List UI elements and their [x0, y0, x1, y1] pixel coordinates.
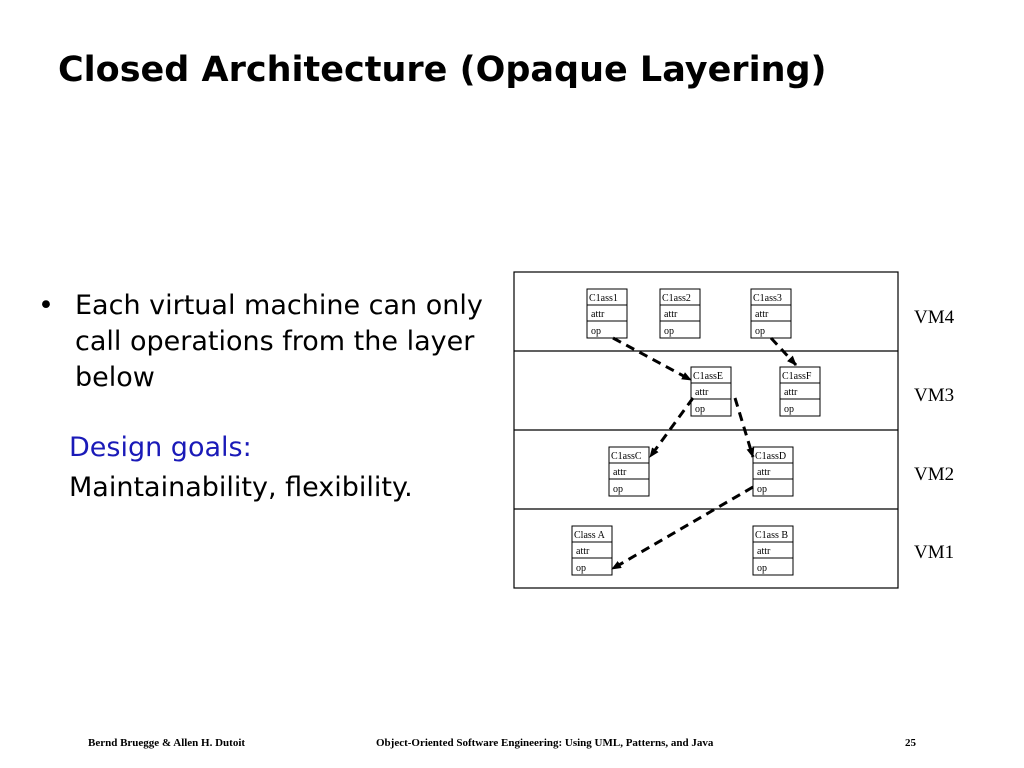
class-box-outline: [586, 288, 628, 339]
class-op: op: [784, 404, 794, 415]
class-attr: attr: [576, 546, 590, 557]
bullet-marker: •: [38, 290, 54, 321]
footer-page-number: 25: [905, 737, 916, 749]
class-box-class-a: Class A attr op: [571, 525, 613, 576]
class-name: Class A: [574, 530, 606, 541]
class-name: C1ass2: [662, 293, 691, 304]
layer-label-vm1: VM1: [914, 542, 954, 563]
classes-group: C1ass1attropC1ass2attropC1ass3attropC1as…: [571, 288, 821, 576]
class-box-outline: [608, 446, 650, 497]
class-box-c1assf: C1assF attr op: [779, 366, 821, 417]
class-box-outline: [690, 366, 732, 417]
class-op: op: [695, 404, 705, 415]
class-box-outline: [750, 288, 792, 339]
class-name: C1ass3: [753, 293, 782, 304]
layer-label-vm2: VM2: [914, 464, 954, 485]
layer-label-vm4: VM4: [914, 307, 955, 328]
class-attr: attr: [664, 309, 678, 320]
class-box-c1ass-b: C1ass B attr op: [752, 525, 794, 576]
class-box-c1assd: C1assD attr op: [752, 446, 794, 497]
call-arrow-c1asse-to-c1assc: [648, 397, 695, 458]
class-box-c1ass3: C1ass3 attr op: [750, 288, 792, 339]
class-attr: attr: [613, 467, 627, 478]
footer-authors: Bernd Bruegge & Allen H. Dutoit: [88, 737, 246, 749]
class-attr: attr: [757, 546, 771, 557]
class-name: C1ass1: [589, 293, 618, 304]
class-attr: attr: [757, 467, 771, 478]
class-box-c1ass2: C1ass2 attr op: [659, 288, 701, 339]
class-op: op: [757, 484, 767, 495]
class-box-c1assc: C1assC attr op: [608, 446, 650, 497]
bullet-text: Each virtual machine can only call opera…: [75, 290, 483, 393]
layer-label-vm3: VM3: [914, 385, 954, 406]
class-box-c1ass1: C1ass1 attr op: [586, 288, 628, 339]
class-box-outline: [752, 446, 794, 497]
call-arrow-c1asse-to-c1assd: [733, 397, 755, 458]
class-box-outline: [752, 525, 794, 576]
class-name: C1assD: [755, 451, 786, 462]
class-name: C1assF: [782, 371, 812, 382]
class-op: op: [613, 484, 623, 495]
call-arrow-c1ass3-to-c1assf: [769, 336, 798, 367]
class-name: C1ass B: [755, 530, 788, 541]
class-op: op: [755, 326, 765, 337]
design-goals-body: Maintainability, flexibility.: [69, 472, 413, 503]
class-attr: attr: [695, 387, 709, 398]
design-goals-heading: Design goals:: [69, 432, 252, 463]
class-op: op: [757, 563, 767, 574]
class-box-outline: [779, 366, 821, 417]
class-attr: attr: [591, 309, 605, 320]
class-op: op: [576, 563, 586, 574]
design-goals: Design goals: Maintainability, flexibili…: [69, 428, 413, 508]
class-op: op: [591, 326, 601, 337]
footer-book-title: Object-Oriented Software Engineering: Us…: [376, 737, 714, 749]
class-box-outline: [571, 525, 613, 576]
call-arrow-c1ass1-to-c1asse: [612, 336, 692, 382]
class-name: C1assC: [611, 451, 642, 462]
call-arrows: [611, 336, 798, 571]
class-box-c1asse: C1assE attr op: [690, 366, 732, 417]
call-arrow-c1assd-to-class-a: [611, 485, 754, 571]
class-attr: attr: [755, 309, 769, 320]
class-attr: attr: [784, 387, 798, 398]
class-box-outline: [659, 288, 701, 339]
slide-title: Closed Architecture (Opaque Layering): [58, 50, 827, 90]
class-name: C1assE: [693, 371, 723, 382]
class-op: op: [664, 326, 674, 337]
